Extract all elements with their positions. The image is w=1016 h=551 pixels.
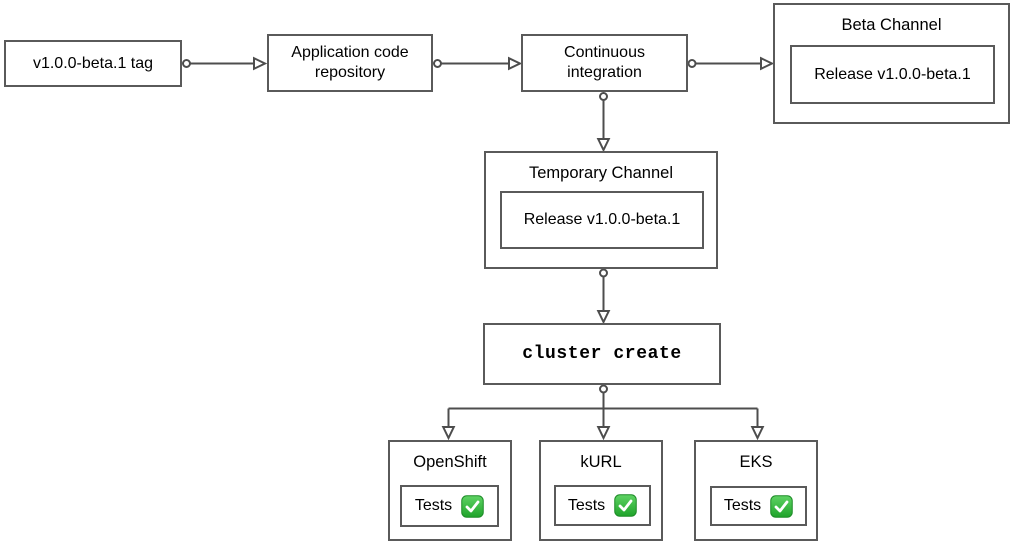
continuous-integration-label: Continuous integration xyxy=(564,44,645,81)
node-beta-release: Release v1.0.0-beta.1 xyxy=(790,45,995,104)
application-code-repository-label: Application code repository xyxy=(291,44,409,81)
openshift-title: OpenShift xyxy=(413,453,487,471)
edge-tag-to-repository xyxy=(182,56,268,71)
temporary-release-label: Release v1.0.0-beta.1 xyxy=(523,211,681,228)
beta-release-label: Release v1.0.0-beta.1 xyxy=(814,65,971,83)
temporary-channel-title: Temporary Channel xyxy=(529,164,673,182)
openshift-tests-box: Tests xyxy=(400,485,499,527)
edge-cluster-create-to-platforms xyxy=(441,384,765,441)
kurl-tests-label: Tests xyxy=(567,496,606,514)
node-openshift: OpenShift Tests xyxy=(388,440,512,541)
node-application-code-repository: Application code repository xyxy=(267,34,433,92)
check-mark-button-icon xyxy=(614,494,637,517)
eks-tests-label: Tests xyxy=(723,497,762,514)
beta-channel-title: Beta Channel xyxy=(841,16,942,34)
node-temporary-channel: Temporary Channel Release v1.0.0-beta.1 xyxy=(484,151,718,269)
kurl-tests-box: Tests xyxy=(554,485,651,526)
openshift-tests-label: Tests xyxy=(414,497,453,514)
node-version-tag: v1.0.0-beta.1 tag xyxy=(4,40,182,87)
node-temporary-release: Release v1.0.0-beta.1 xyxy=(500,191,704,249)
eks-title: EKS xyxy=(739,453,773,471)
node-eks: EKS Tests xyxy=(694,440,818,541)
edge-ci-to-temporary-channel xyxy=(596,92,611,153)
edge-temporary-channel-to-cluster-create xyxy=(596,268,611,325)
node-kurl: kURL Tests xyxy=(539,440,663,541)
node-continuous-integration: Continuous integration xyxy=(521,34,688,92)
eks-tests-box: Tests xyxy=(710,486,807,526)
version-tag-label: v1.0.0-beta.1 tag xyxy=(32,54,154,72)
check-mark-button-icon xyxy=(461,494,484,518)
cluster-create-label: cluster create xyxy=(522,343,682,364)
node-cluster-create: cluster create xyxy=(483,323,721,385)
kurl-title: kURL xyxy=(580,453,622,471)
node-beta-channel: Beta Channel Release v1.0.0-beta.1 xyxy=(773,3,1010,124)
check-mark-button-icon xyxy=(770,494,793,518)
edge-repository-to-ci xyxy=(433,56,523,71)
edge-ci-to-beta-channel xyxy=(687,56,775,71)
